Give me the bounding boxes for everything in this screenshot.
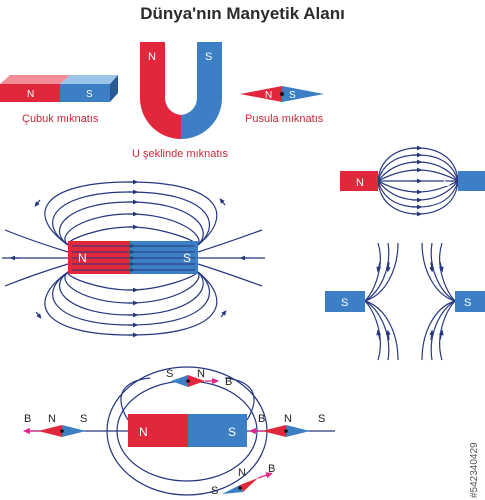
stock-id: #542340429 <box>469 442 480 498</box>
repulsion-field <box>364 242 456 361</box>
repulsion-magnets: S S <box>325 291 485 312</box>
compass-left-n-label: N <box>48 413 56 425</box>
compass-north-label: N <box>265 90 272 101</box>
compass-bottom-n-label: N <box>238 467 246 479</box>
compass-caption: Pusula mıknatıs <box>245 113 324 125</box>
compass-south-label: S <box>289 90 296 101</box>
compass-needle: N S <box>240 86 324 102</box>
repulsion-left-south-label: S <box>341 297 348 309</box>
bottom-north-label: N <box>139 425 148 439</box>
compass-bottom-s-label: S <box>211 485 218 497</box>
compass-bottom: S N B <box>211 463 275 497</box>
attraction-south-label: S <box>443 177 450 189</box>
compass-top-b-label: B <box>225 376 232 388</box>
u-south-label: S <box>205 51 212 63</box>
u-north-label: N <box>148 51 156 63</box>
bar-magnet-caption: Çubuk mıknatıs <box>22 113 99 125</box>
compass-left-b-label: B <box>24 413 31 425</box>
attraction-magnets: N S <box>340 171 485 191</box>
compass-top-n-label: N <box>197 368 205 380</box>
bar-magnet-bottom: N S <box>128 414 247 447</box>
bar-magnet-small: N S <box>0 75 118 102</box>
bottom-south-label: S <box>228 425 236 439</box>
repulsion-right-south-label: S <box>464 297 471 309</box>
compass-right: B N S <box>248 413 325 437</box>
compass-right-b-label: B <box>258 413 265 425</box>
bar-large-south-label: S <box>183 251 191 265</box>
bar-small-north-label: N <box>27 89 34 100</box>
compass-left-s-label: S <box>80 413 87 425</box>
bar-magnet-field <box>2 179 265 338</box>
u-magnet-caption: U şeklinde mıknatıs <box>132 148 228 160</box>
compass-right-n-label: N <box>284 413 292 425</box>
attraction-north-label: N <box>356 177 364 189</box>
u-magnet: N S <box>140 42 222 139</box>
page-title: Dünya'nın Manyetik Alanı <box>140 4 345 23</box>
bar-magnet-large: N S <box>68 241 198 274</box>
compass-left: B N S <box>22 413 87 437</box>
bar-small-south-label: S <box>86 89 93 100</box>
compass-top: S N B <box>166 368 232 388</box>
attraction-field <box>377 145 459 217</box>
bar-large-north-label: N <box>78 251 87 265</box>
compass-right-s-label: S <box>318 413 325 425</box>
compass-bottom-b-label: B <box>268 463 275 475</box>
compass-top-s-label: S <box>166 368 173 380</box>
